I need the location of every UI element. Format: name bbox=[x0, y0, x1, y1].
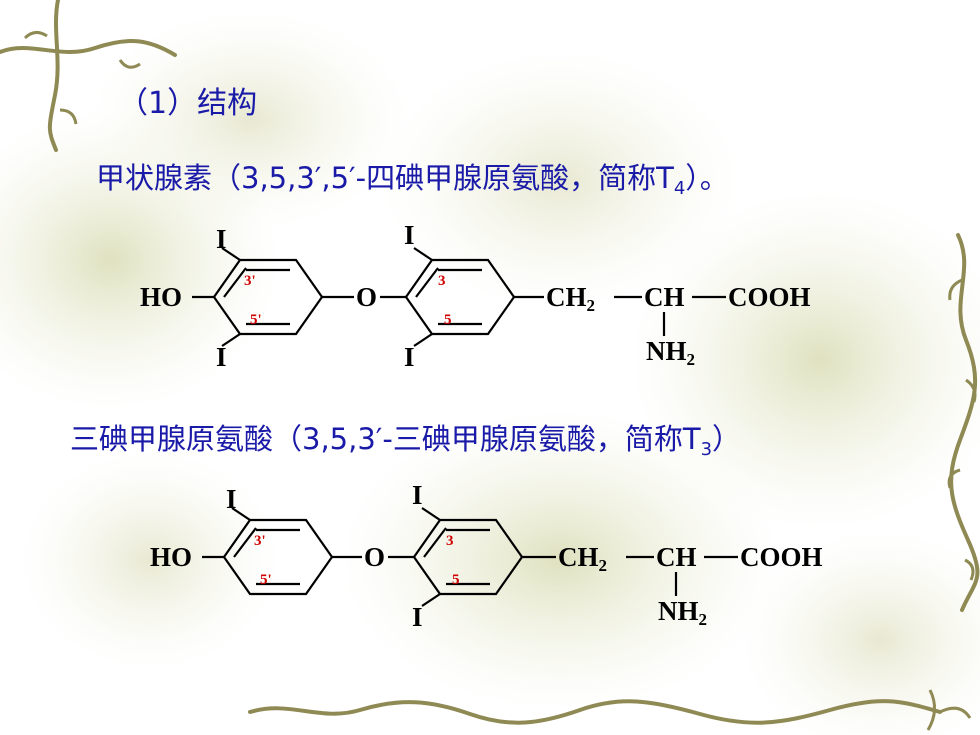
t4-ch2: CH2 bbox=[546, 282, 595, 315]
t4-nh2-main: NH bbox=[646, 336, 687, 366]
t4-ch: CH bbox=[644, 282, 685, 312]
t4-ch2-sub: 2 bbox=[587, 296, 596, 315]
t3-pos-5prime: 5' bbox=[260, 572, 272, 588]
t3-ch2: CH2 bbox=[558, 542, 607, 575]
t3-pos-5: 5 bbox=[452, 572, 460, 588]
t3-ch: CH bbox=[656, 542, 697, 572]
t3-caption: 三碘甲腺原氨酸（3,5,3′-三碘甲腺原氨酸，简称T3） bbox=[70, 416, 741, 460]
t3-ch2-main: CH bbox=[558, 542, 599, 572]
t4-iodine-5prime: I bbox=[216, 342, 227, 372]
t4-caption: 甲状腺素（3,5,3′,5′-四碘甲腺原氨酸，简称T4）。 bbox=[96, 155, 729, 199]
t3-caption-subscript: 3 bbox=[700, 439, 713, 460]
t3-ring-phenol bbox=[222, 518, 334, 596]
t3-caption-text: 三碘甲腺原氨酸（3,5,3′-三碘甲腺原氨酸，简称T bbox=[70, 422, 701, 456]
t3-pos-3prime: 3' bbox=[254, 533, 266, 549]
t3-ring-tyrosyl bbox=[412, 518, 524, 596]
t4-pos-5prime: 5' bbox=[250, 312, 262, 328]
t3-ch2-sub: 2 bbox=[599, 556, 608, 575]
t3-i-bond-5 bbox=[421, 593, 441, 607]
t4-pos-3: 3 bbox=[438, 273, 446, 289]
t4-i-bond-5prime bbox=[221, 333, 241, 347]
t4-iodine-3prime: I bbox=[216, 224, 227, 254]
t4-bridge-oxygen: O bbox=[356, 282, 377, 312]
t4-hydroxyl: HO bbox=[140, 282, 182, 312]
t4-i-bond-3 bbox=[413, 247, 433, 261]
t4-nh2: NH2 bbox=[646, 336, 695, 369]
t4-i-bond-5 bbox=[413, 333, 433, 347]
t3-bridge-oxygen: O bbox=[364, 542, 385, 572]
t3-iodine-5: I bbox=[412, 602, 423, 632]
t4-caption-text: 甲状腺素（3,5,3′,5′-四碘甲腺原氨酸，简称T bbox=[96, 161, 674, 195]
t3-caption-suffix: ） bbox=[712, 422, 742, 456]
t3-hydroxyl: HO bbox=[150, 542, 192, 572]
t3-nh2-sub: 2 bbox=[699, 610, 708, 629]
t4-pos-3prime: 3' bbox=[244, 273, 256, 289]
t4-caption-subscript: 4 bbox=[673, 178, 686, 199]
t4-i-bond-3prime bbox=[221, 247, 241, 261]
t3-pos-3: 3 bbox=[446, 533, 454, 549]
t4-iodine-5: I bbox=[404, 342, 415, 372]
t3-cooh: COOH bbox=[740, 542, 823, 572]
t3-iodine-3: I bbox=[412, 480, 423, 510]
t3-i-bond-3prime bbox=[231, 507, 251, 521]
section-heading: （1）结构 bbox=[118, 86, 258, 121]
t3-nh2: NH2 bbox=[658, 596, 707, 629]
t4-caption-suffix: ）。 bbox=[685, 161, 729, 195]
t4-nh2-sub: 2 bbox=[687, 350, 696, 369]
t3-nh2-main: NH bbox=[658, 596, 699, 626]
t3-i-bond-3 bbox=[421, 507, 441, 521]
t3-iodine-3prime: I bbox=[226, 484, 237, 514]
t4-ch2-main: CH bbox=[546, 282, 587, 312]
t4-iodine-3: I bbox=[404, 220, 415, 250]
t4-pos-5: 5 bbox=[444, 312, 452, 328]
t4-cooh: COOH bbox=[728, 282, 811, 312]
